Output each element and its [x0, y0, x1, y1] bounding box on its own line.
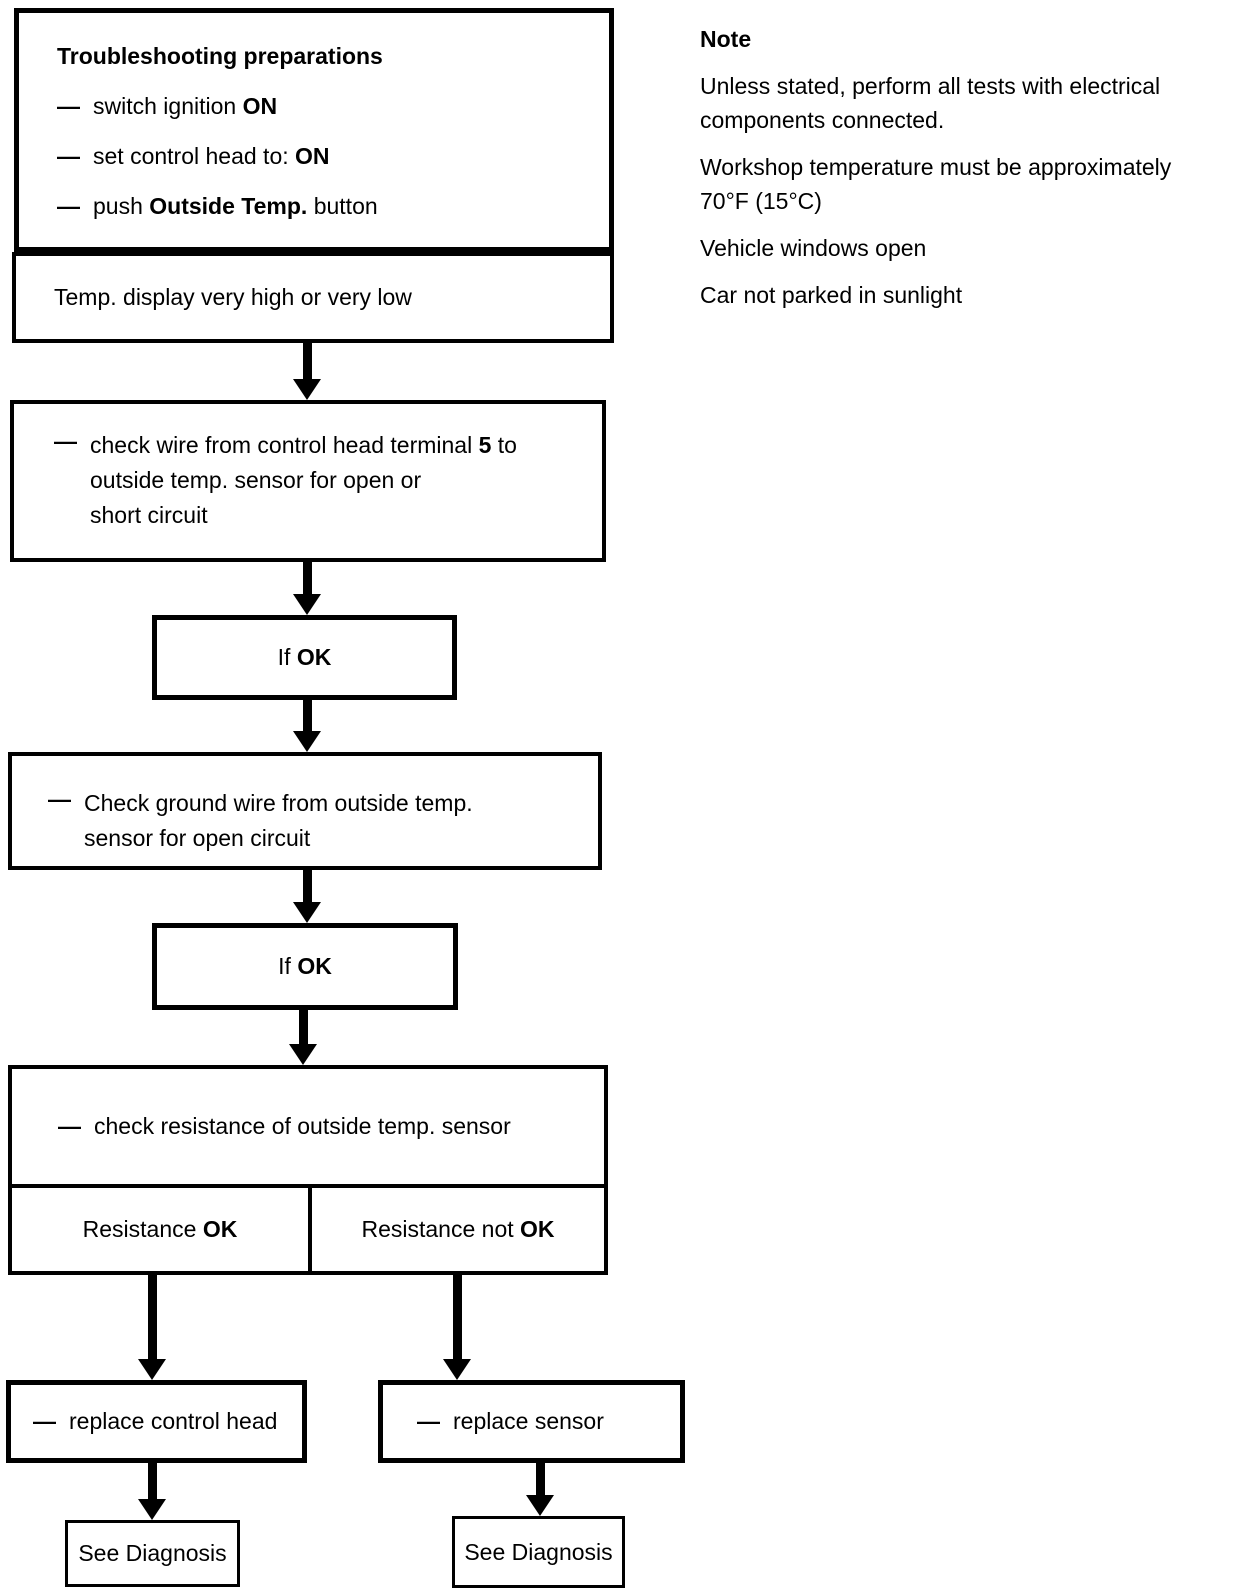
- symptom-text: Temp. display very high or very low: [54, 284, 412, 310]
- check-resistance-content: — check resistance of outside temp. sens…: [12, 1069, 604, 1188]
- flow-arrow-down: [138, 1275, 166, 1380]
- dash-bullet: —: [48, 786, 71, 812]
- text-run-bold: Outside Temp.: [149, 193, 308, 219]
- check-wire-line1: check wire from control head terminal 5 …: [90, 428, 517, 463]
- resistance-result-row: Resistance OK Resistance not OK: [12, 1188, 604, 1271]
- preparations-title: Troubleshooting preparations: [57, 43, 383, 69]
- dash-bullet: —: [54, 428, 77, 454]
- flow-box-replace-control-head: — replace control head: [6, 1380, 307, 1463]
- text-run: If: [278, 953, 298, 979]
- flow-box-if-ok-2: If OK: [152, 923, 458, 1010]
- text-run: If: [277, 644, 297, 670]
- flow-box-symptom: Temp. display very high or very low: [12, 252, 614, 343]
- resistance-not-ok-text: Resistance not OK: [361, 1216, 554, 1243]
- note-line: components connected.: [700, 107, 945, 133]
- note-paragraph: Vehicle windows open: [700, 231, 1224, 265]
- dash-bullet: —: [57, 193, 80, 219]
- prep-item-text: push Outside Temp. button: [93, 193, 378, 220]
- text-run-bold: OK: [296, 644, 332, 670]
- check-ground-line1: Check ground wire from outside temp.: [84, 790, 473, 816]
- replace-control-head-text: replace control head: [69, 1408, 278, 1434]
- flow-box-check-wire: — check wire from control head terminal …: [10, 400, 606, 562]
- dash-bullet: —: [58, 1113, 81, 1139]
- dash-bullet: —: [57, 93, 80, 119]
- check-ground-content: — Check ground wire from outside temp. s…: [48, 786, 584, 856]
- note-title: Note: [700, 26, 752, 52]
- check-wire-content: — check wire from control head terminal …: [54, 428, 588, 533]
- resistance-not-ok-cell: Resistance not OK: [312, 1188, 604, 1271]
- text-run: push: [93, 193, 150, 219]
- note-line: Unless stated, perform all tests with el…: [700, 73, 1161, 99]
- note-paragraph: Unless stated, perform all tests with el…: [700, 69, 1224, 137]
- note-section: Note Unless stated, perform all tests wi…: [700, 22, 1224, 312]
- text-run: Resistance: [82, 1216, 203, 1242]
- flow-arrow-down: [443, 1275, 471, 1380]
- note-line: Workshop temperature must be approximate…: [700, 154, 1172, 180]
- prep-item-text: switch ignition ON: [93, 93, 277, 120]
- flow-arrow-down: [293, 700, 321, 752]
- flow-box-see-diagnosis-left: See Diagnosis: [65, 1520, 240, 1587]
- note-paragraph: Workshop temperature must be approximate…: [700, 150, 1224, 218]
- if-ok-text: If OK: [278, 644, 332, 671]
- flow-box-replace-sensor: — replace sensor: [378, 1380, 685, 1463]
- flow-arrow-down: [526, 1463, 554, 1516]
- see-diagnosis-text: See Diagnosis: [78, 1540, 227, 1566]
- see-diagnosis-text: See Diagnosis: [464, 1538, 613, 1565]
- text-run-bold: OK: [297, 953, 332, 979]
- prep-item-text: set control head to: ON: [93, 143, 330, 170]
- text-run: set control head to:: [93, 143, 296, 169]
- dash-bullet: —: [33, 1408, 56, 1434]
- dash-bullet: —: [417, 1408, 440, 1434]
- if-ok-text: If OK: [278, 953, 332, 980]
- resistance-ok-text: Resistance OK: [83, 1216, 238, 1243]
- check-ground-line2: sensor for open circuit: [84, 825, 311, 851]
- check-wire-line3: short circuit: [90, 502, 208, 528]
- flow-box-see-diagnosis-right: See Diagnosis: [452, 1516, 625, 1588]
- text-run-bold: ON: [242, 93, 278, 119]
- dash-bullet: —: [57, 143, 80, 169]
- prep-item-control-head: — set control head to: ON: [57, 143, 591, 170]
- flow-arrow-down: [293, 562, 321, 615]
- flow-box-preparations: Troubleshooting preparations — switch ig…: [14, 8, 614, 252]
- note-line: Car not parked in sunlight: [700, 282, 963, 308]
- text-run: switch ignition: [93, 93, 243, 119]
- text-run: button: [307, 193, 378, 219]
- replace-sensor-text: replace sensor: [453, 1408, 604, 1434]
- flow-box-if-ok-1: If OK: [152, 615, 457, 700]
- flow-arrow-down: [293, 870, 321, 923]
- text-run-bold: OK: [202, 1216, 238, 1242]
- flow-arrow-down: [138, 1463, 166, 1520]
- note-line: 70°F (15°C): [700, 188, 822, 214]
- text-run: check wire from control head terminal: [90, 432, 479, 458]
- note-paragraph: Car not parked in sunlight: [700, 278, 1224, 312]
- text-run: to: [491, 432, 517, 458]
- prep-item-outside-temp: — push Outside Temp. button: [57, 193, 591, 220]
- flow-arrow-down: [289, 1010, 317, 1065]
- check-wire-text: check wire from control head terminal 5 …: [90, 428, 517, 533]
- prep-item-ignition: — switch ignition ON: [57, 93, 591, 120]
- check-ground-text: Check ground wire from outside temp. sen…: [84, 786, 473, 856]
- resistance-ok-cell: Resistance OK: [12, 1188, 312, 1271]
- text-run-bold: 5: [478, 432, 492, 458]
- text-run-bold: ON: [295, 143, 330, 169]
- check-resistance-text: check resistance of outside temp. sensor: [94, 1113, 511, 1139]
- flow-box-check-ground: — Check ground wire from outside temp. s…: [8, 752, 602, 870]
- note-line: Vehicle windows open: [700, 235, 927, 261]
- check-wire-line2: outside temp. sensor for open or: [90, 467, 422, 493]
- text-run: Resistance not: [361, 1216, 521, 1242]
- flow-box-check-resistance: — check resistance of outside temp. sens…: [8, 1065, 608, 1275]
- flow-arrow-down: [293, 343, 321, 400]
- text-run-bold: OK: [520, 1216, 555, 1242]
